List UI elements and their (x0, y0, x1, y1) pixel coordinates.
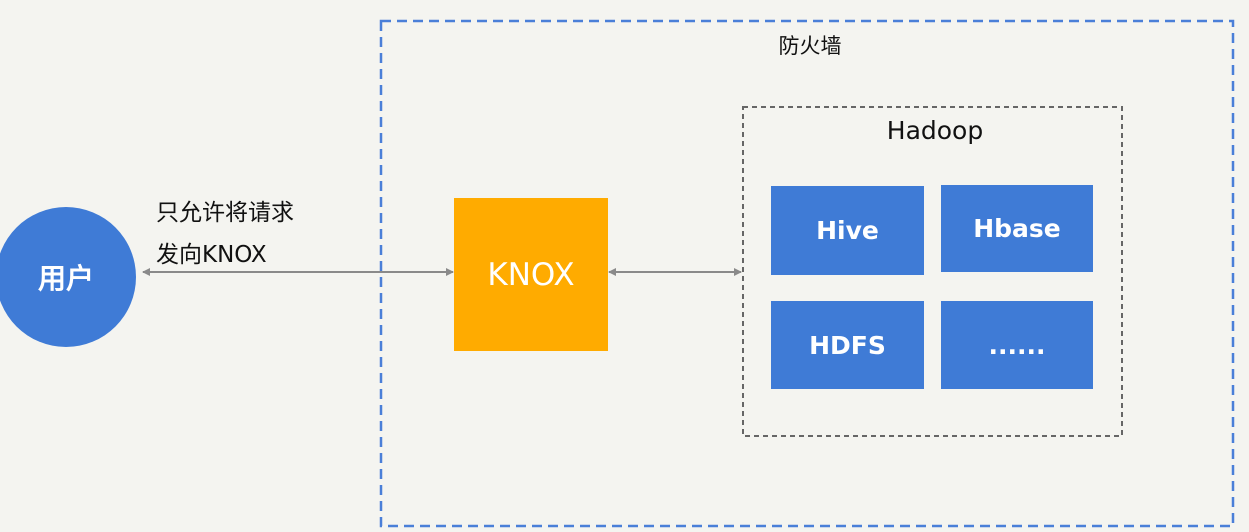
firewall-label: 防火墙 (778, 34, 842, 58)
service-hbase[interactable]: Hbase (941, 185, 1093, 272)
service-hdfs[interactable]: HDFS (771, 301, 924, 389)
note-line-2: 发向KNOX (156, 242, 267, 268)
note-line-1: 只允许将请求 (156, 200, 294, 226)
user-label: 用户 (37, 262, 94, 295)
hadoop-boundary (742, 106, 1123, 437)
user-node[interactable]: 用户 (0, 207, 136, 347)
service-hdfs-label: HDFS (809, 330, 886, 360)
firewall-boundary (379, 19, 1235, 528)
service-hbase-label: Hbase (973, 214, 1061, 243)
service-more-label: ...... (988, 330, 1046, 360)
service-more[interactable]: ...... (941, 301, 1093, 389)
service-hive-label: Hive (816, 216, 879, 245)
hadoop-label: Hadoop (886, 116, 984, 145)
knox-label: KNOX (487, 256, 575, 293)
service-hive[interactable]: Hive (771, 186, 924, 275)
knox-node[interactable]: KNOX (454, 198, 608, 351)
